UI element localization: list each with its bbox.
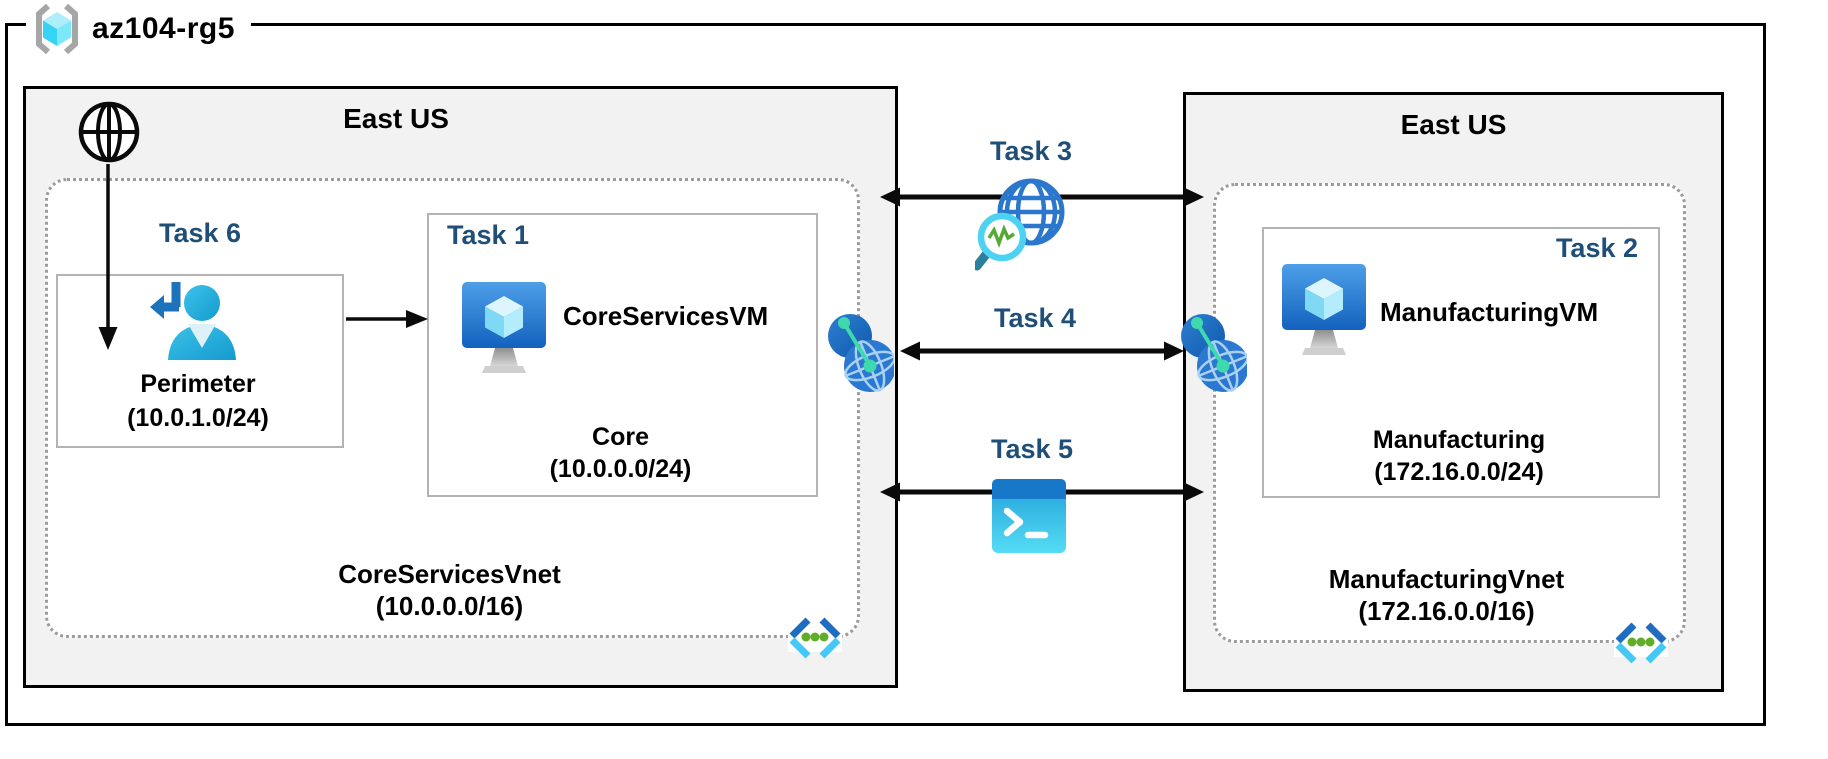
right-region-title: East US	[1400, 109, 1507, 140]
task4-label: Task 4	[993, 303, 1077, 333]
task2-label: Task 2	[1555, 233, 1638, 263]
virtual-machine-icon	[1282, 264, 1366, 355]
task1-label: Task 1	[447, 220, 530, 250]
manufacturing-vm-name: ManufacturingVM	[1380, 297, 1599, 327]
manufacturing-vnet-name: ManufacturingVnet	[1328, 564, 1565, 594]
resource-group-label: az104-rg5	[26, 0, 251, 58]
virtual-network-icon	[788, 617, 842, 659]
internet-to-perimeter-arrow	[98, 164, 118, 350]
user-return-icon	[150, 282, 236, 360]
core-vnet-cidr: (10.0.0.0/16)	[375, 591, 524, 621]
task6-label: Task 6	[158, 218, 242, 248]
core-subnet-box	[427, 213, 818, 497]
resource-group-icon	[36, 3, 78, 55]
vnet-peering-icon	[1181, 314, 1247, 392]
core-subnet-cidr: (10.0.0.0/24)	[549, 455, 692, 483]
network-watcher-icon	[975, 178, 1065, 271]
core-vnet-name: CoreServicesVnet	[338, 559, 561, 589]
virtual-network-icon	[1614, 622, 1668, 664]
vnet-peering-icon	[828, 314, 894, 392]
perimeter-subnet-cidr: (10.0.1.0/24)	[127, 404, 269, 432]
core-subnet-name: Core	[592, 423, 649, 451]
manufacturing-subnet-cidr: (172.16.0.0/24)	[1374, 458, 1544, 486]
perimeter-to-core-arrow	[346, 310, 428, 328]
task3-label: Task 3	[989, 136, 1073, 166]
task4-connection-arrow	[900, 341, 1184, 361]
resource-group-name: az104-rg5	[92, 12, 235, 45]
manufacturing-vnet-cidr: (172.16.0.0/16)	[1358, 596, 1535, 626]
cloud-shell-icon	[992, 479, 1066, 553]
virtual-machine-icon	[462, 282, 546, 373]
manufacturing-subnet-name: Manufacturing	[1372, 426, 1546, 454]
perimeter-subnet-name: Perimeter	[140, 370, 256, 398]
task5-label: Task 5	[990, 434, 1074, 464]
core-vm-name: CoreServicesVM	[563, 301, 769, 331]
resource-group-box	[5, 23, 1766, 726]
internet-globe-icon	[78, 101, 140, 163]
left-region-title: East US	[343, 103, 449, 134]
